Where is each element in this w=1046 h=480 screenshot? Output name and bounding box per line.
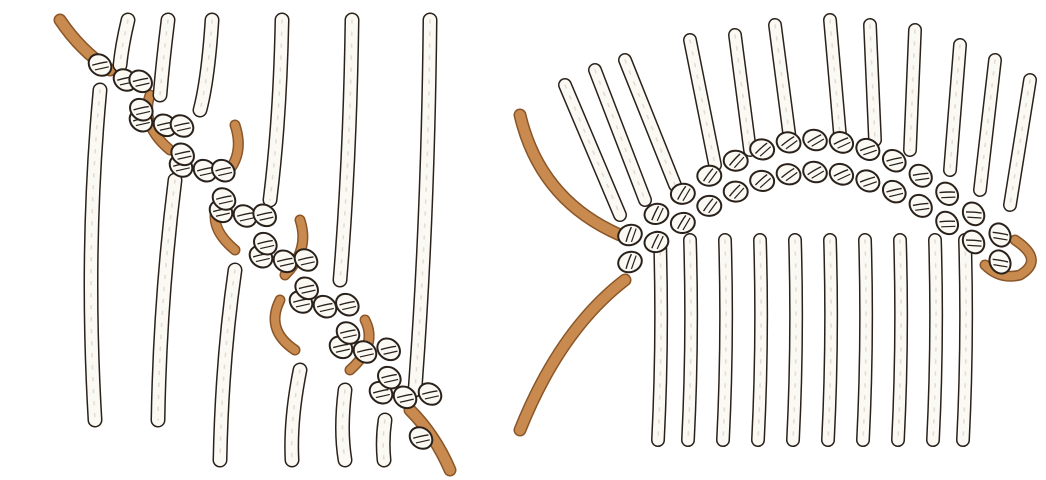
working-cord-lower-6	[383, 420, 385, 460]
knot-body	[723, 150, 748, 171]
knot-body	[697, 195, 722, 216]
knot-body	[697, 165, 722, 186]
knot-arc-row-2	[697, 195, 722, 216]
knot-arc-row-2	[723, 181, 748, 202]
knot-arc-row-1	[723, 150, 748, 171]
knot-arc-row-1	[697, 165, 722, 186]
knot-body	[723, 181, 748, 202]
